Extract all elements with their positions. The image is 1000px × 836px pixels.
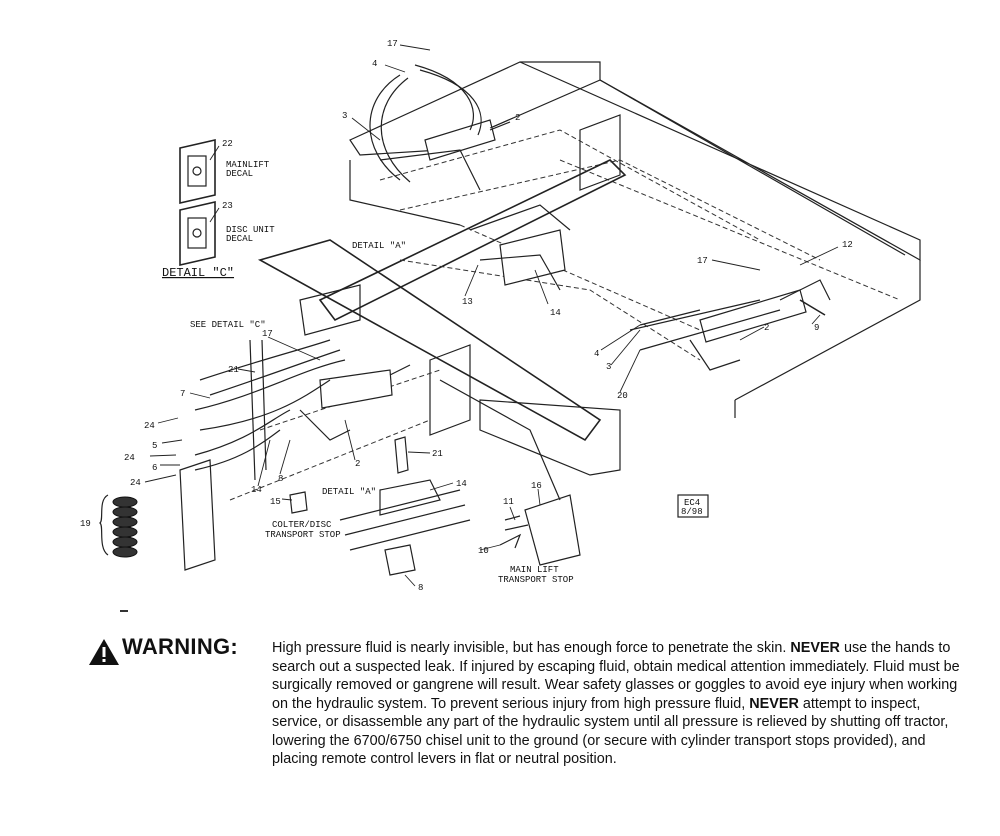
warning-text-segment: attempt to inspect, service, or disassem… [272, 695, 949, 768]
warning-text-segment: High pressure fluid is nearly invisible,… [272, 640, 791, 656]
callout-number: 20 [617, 391, 628, 401]
callouts: 17 4 3 2 22 23 12 17 14 13 9 2 3 4 20 17… [80, 39, 853, 593]
hydraulic-system-diagram: 17 4 3 2 22 23 12 17 14 13 9 2 3 4 20 17… [80, 39, 921, 593]
stamp-date: 8/98 [681, 507, 703, 517]
warning-title: WARNING: [122, 634, 239, 659]
disc-decal-label: DISC UNIT [226, 225, 275, 235]
callout-number: 6 [152, 463, 157, 473]
detail-c-title: DETAIL "C" [162, 266, 234, 280]
callout-number: 3 [606, 362, 611, 372]
callout-number: 23 [222, 201, 233, 211]
callout-number: 17 [697, 256, 708, 266]
callout-number: 8 [418, 583, 423, 593]
callout-number: 14 [456, 479, 467, 489]
callout-number: 9 [814, 323, 819, 333]
diagram-labels: MAINLIFT DECAL DISC UNIT DECAL DETAIL "C… [162, 160, 703, 585]
callout-number: 14 [251, 485, 262, 495]
main-lift-stop-label-2: TRANSPORT STOP [498, 575, 574, 585]
colter-stop-label-2: TRANSPORT STOP [265, 530, 341, 540]
see-detail-c-label: SEE DETAIL "C" [190, 320, 266, 330]
callout-number: 21 [228, 365, 239, 375]
callout-number: 12 [842, 240, 853, 250]
colter-stop-label: COLTER/DISC [272, 520, 332, 530]
warning-text: High pressure fluid is nearly invisible,… [272, 639, 972, 769]
warning-text-segment: use the hands to search out a suspected … [272, 640, 960, 712]
callout-number: 24 [144, 421, 155, 431]
callout-number: 19 [80, 519, 91, 529]
mainlift-decal-label-2: DECAL [226, 169, 253, 179]
callout-number: 2 [355, 459, 360, 469]
callout-number: 4 [594, 349, 599, 359]
stamp-code: EC4 [684, 498, 700, 508]
dash-mark [120, 610, 128, 612]
warning-never-emphasis: NEVER [790, 640, 840, 656]
mainlift-decal-label: MAINLIFT [226, 160, 270, 170]
callout-number: 24 [130, 478, 141, 488]
disc-decal-bracket [179, 200, 216, 267]
callout-number: 5 [152, 441, 157, 451]
callout-number: 7 [180, 389, 185, 399]
callout-number: 11 [503, 497, 514, 507]
frame [99, 61, 921, 576]
callout-number: 2 [764, 323, 769, 333]
callout-number: 15 [270, 497, 281, 507]
detail-a-lower-label: DETAIL "A" [322, 487, 376, 497]
callout-number: 13 [462, 297, 473, 307]
callout-number: 4 [372, 59, 377, 69]
main-lift-stop-label: MAIN LIFT [510, 565, 559, 575]
callout-number: 8 [278, 474, 283, 484]
callout-number: 17 [387, 39, 398, 49]
bushing-stack [99, 494, 138, 558]
callout-number: 10 [478, 546, 489, 556]
callout-number: 24 [124, 453, 135, 463]
warning-never-emphasis: NEVER [749, 695, 799, 712]
warning-block: WARNING: High pressure fluid is nearly i… [88, 634, 988, 804]
disc-decal-label-2: DECAL [226, 234, 253, 244]
detail-a-upper-label: DETAIL "A" [352, 241, 406, 251]
callout-number: 16 [531, 481, 542, 491]
callout-number: 3 [342, 111, 347, 121]
callout-number: 14 [550, 308, 561, 318]
callout-number: 2 [515, 113, 520, 123]
warning-triangle-icon [89, 639, 119, 665]
mainlift-decal-bracket [179, 138, 216, 205]
callout-number: 22 [222, 139, 233, 149]
callout-number: 17 [262, 329, 273, 339]
callout-number: 21 [432, 449, 443, 459]
